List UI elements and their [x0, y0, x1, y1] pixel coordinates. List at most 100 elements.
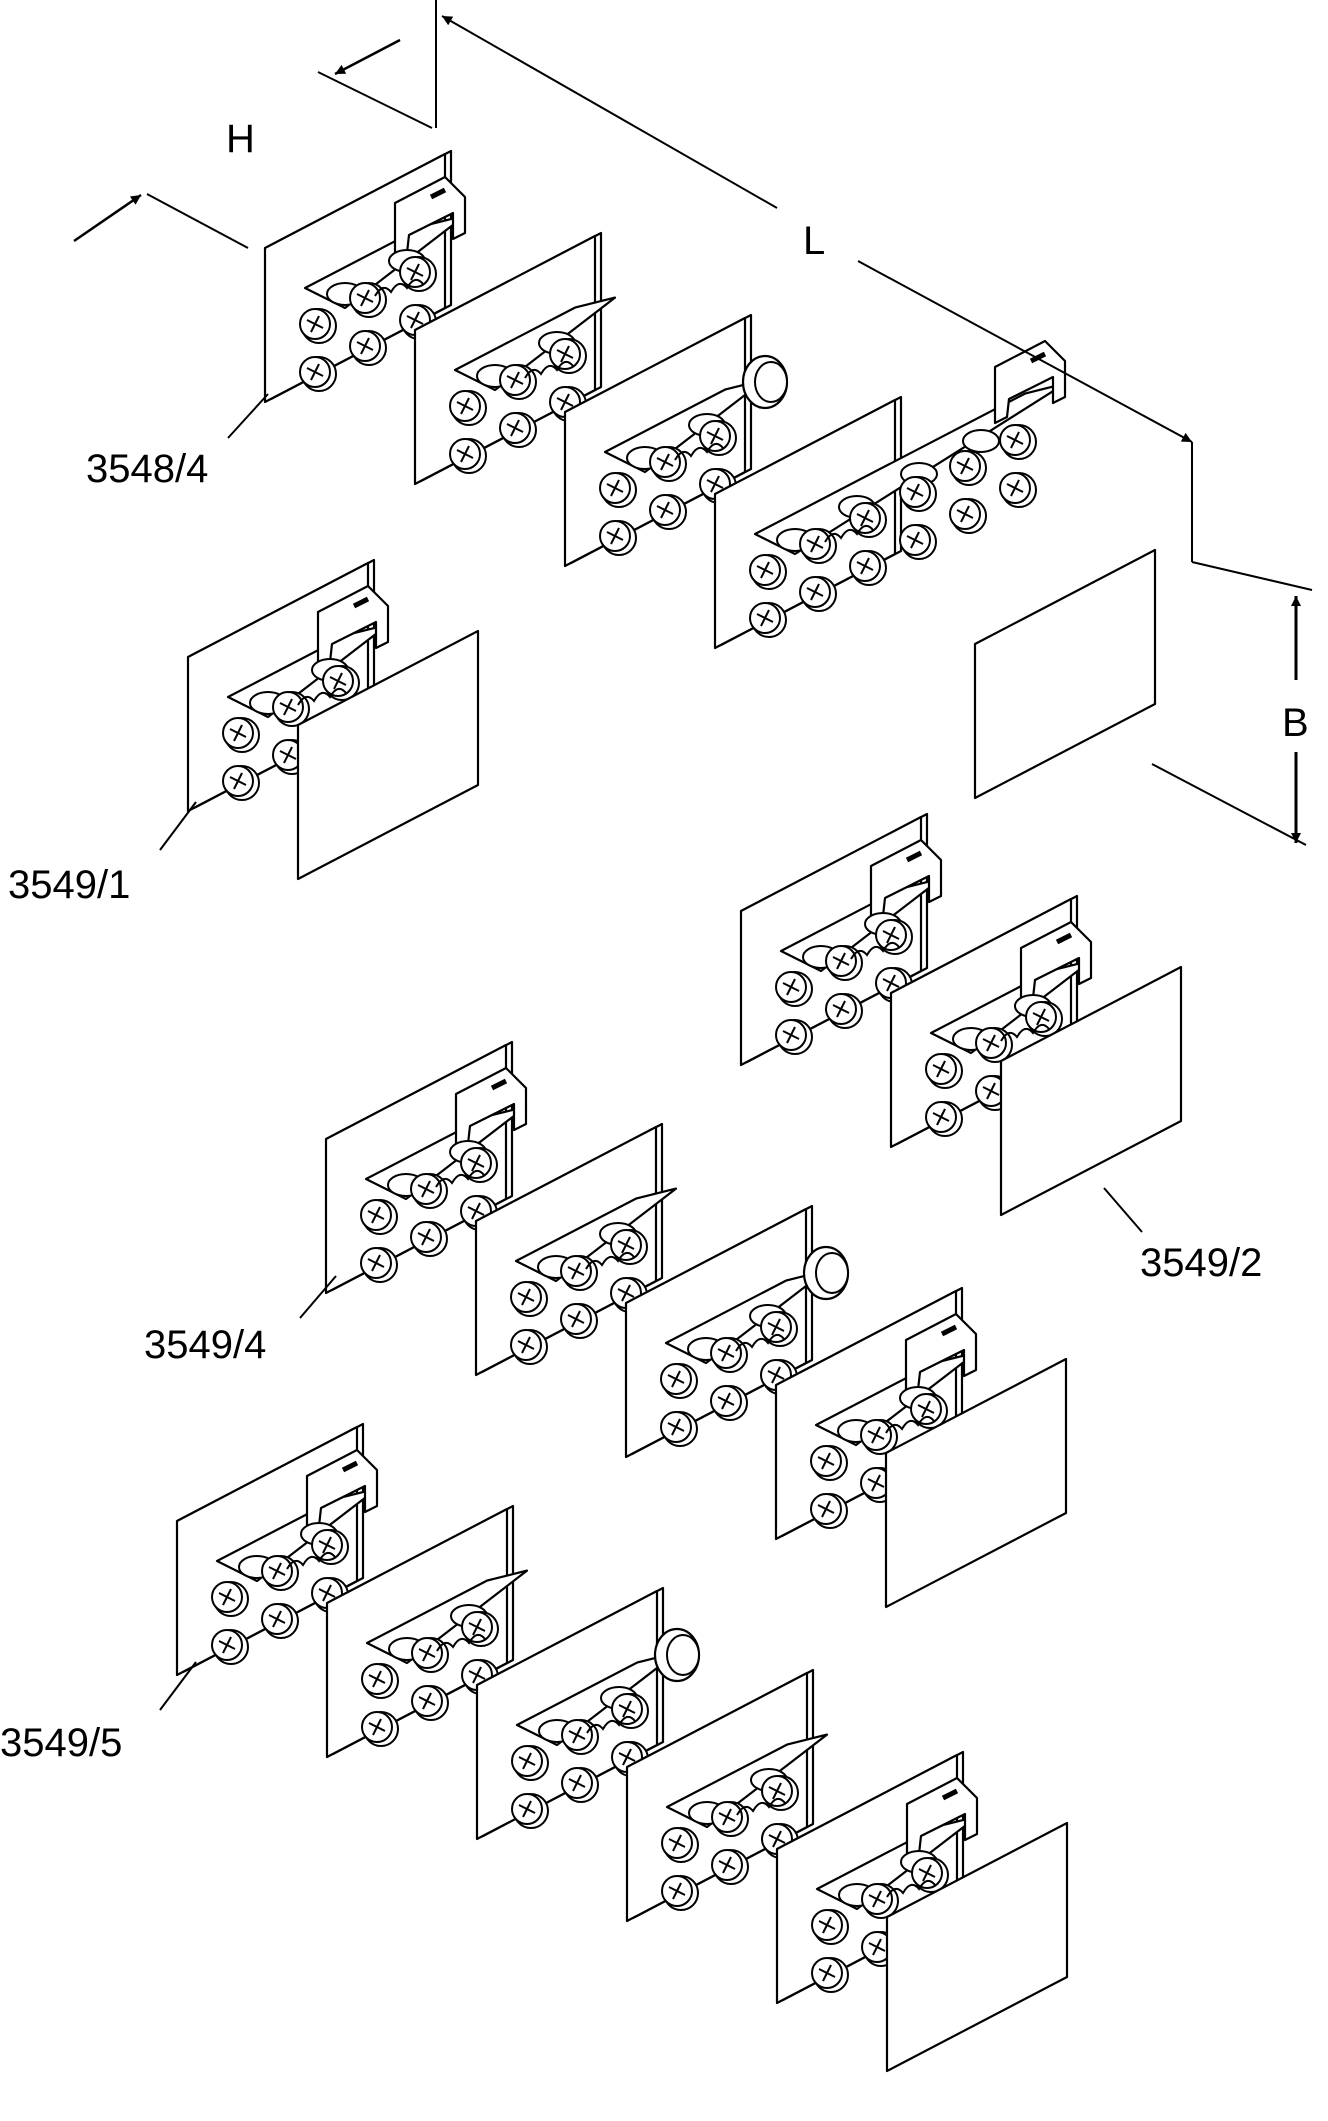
cross-slot-icon — [832, 952, 850, 970]
assembly-3549-2 — [739, 812, 1183, 1217]
end-cap — [999, 965, 1183, 1217]
part-label-3549-5: 3549/5 — [0, 1721, 122, 1765]
cross-slot-icon — [668, 1882, 686, 1900]
screw — [449, 390, 487, 426]
screw — [510, 1329, 548, 1365]
screw — [361, 1663, 399, 1699]
cross-slot-icon — [318, 1584, 336, 1602]
cross-slot-icon — [506, 371, 524, 389]
terminal-module — [774, 1286, 978, 1541]
cross-slot-icon — [456, 445, 474, 463]
screw — [211, 1629, 249, 1665]
dimension-l — [441, 15, 1193, 562]
cross-slot-icon — [368, 1718, 386, 1736]
cross-slot-icon — [467, 1202, 485, 1220]
screw — [661, 1875, 699, 1911]
cross-slot-icon — [617, 1284, 635, 1302]
screw — [775, 971, 813, 1007]
screw — [299, 308, 337, 344]
cross-slot-icon — [568, 1726, 586, 1744]
part-label-3548-4: 3548/4 — [86, 447, 208, 491]
cross-slot-icon — [868, 1938, 886, 1956]
screw — [322, 665, 360, 701]
spring-icon — [374, 278, 424, 297]
cross-slot-icon — [306, 363, 324, 381]
screw — [949, 450, 987, 486]
spring-icon — [735, 1333, 785, 1352]
terminal-module — [175, 1422, 379, 1677]
terminal-module — [625, 1668, 829, 1923]
screw — [361, 1711, 399, 1747]
cross-slot-icon — [518, 1752, 536, 1770]
cross-slot-icon — [417, 1228, 435, 1246]
cross-slot-icon — [782, 1026, 800, 1044]
part-label-3549-2: 3549/2 — [1140, 1241, 1262, 1285]
cross-slot-icon — [832, 1000, 850, 1018]
screw — [649, 494, 687, 530]
cross-slot-icon — [818, 1916, 836, 1934]
extension-line — [317, 71, 433, 129]
extension-line — [1151, 763, 1307, 846]
cross-slot-icon — [506, 419, 524, 437]
screw — [660, 1411, 698, 1447]
screw — [599, 472, 637, 508]
clip-marking — [941, 1788, 959, 1801]
cross-slot-icon — [667, 1370, 685, 1388]
terminal-module — [413, 231, 617, 486]
cross-slot-icon — [956, 505, 974, 523]
screw — [411, 1685, 449, 1721]
spring-icon — [885, 1415, 935, 1434]
cross-slot-icon — [717, 1344, 735, 1362]
cross-slot-icon — [468, 1666, 486, 1684]
cross-slot-icon — [368, 1670, 386, 1688]
terminal-hole — [962, 429, 1000, 453]
cross-slot-icon — [856, 509, 874, 527]
cross-slot-icon — [618, 1700, 636, 1718]
screw — [510, 1281, 548, 1317]
cross-slot-icon — [718, 1856, 736, 1874]
extension-line — [1191, 561, 1313, 591]
assembly-3549-4 — [324, 1040, 1068, 1609]
screw — [799, 576, 837, 612]
leader-line — [227, 393, 269, 439]
terminal-module — [889, 894, 1093, 1149]
cross-slot-icon — [1032, 1008, 1050, 1026]
terminal-module — [474, 1122, 678, 1377]
cross-slot-icon — [982, 1034, 1000, 1052]
cross-slot-icon — [279, 746, 297, 764]
spring-icon — [297, 687, 347, 706]
cross-slot-icon — [1006, 431, 1024, 449]
cross-slot-icon — [556, 345, 574, 363]
cross-slot-icon — [456, 397, 474, 415]
screw — [925, 1053, 963, 1089]
cross-slot-icon — [817, 1500, 835, 1518]
cross-slot-icon — [717, 1392, 735, 1410]
cross-slot-icon — [917, 1400, 935, 1418]
cross-slot-icon — [418, 1692, 436, 1710]
screw — [511, 1745, 549, 1781]
cross-slot-icon — [767, 1366, 785, 1384]
dimension-b — [1151, 561, 1313, 846]
clip-marking — [1055, 932, 1073, 945]
screw — [261, 1603, 299, 1639]
clip-marking — [490, 1078, 508, 1091]
cross-slot-icon — [867, 1426, 885, 1444]
screw — [410, 1221, 448, 1257]
cross-slot-icon — [556, 393, 574, 411]
cross-slot-icon — [818, 1964, 836, 1982]
cross-slot-icon — [367, 1206, 385, 1224]
end-cap — [296, 629, 480, 881]
cross-slot-icon — [782, 978, 800, 996]
assemblies-group — [175, 149, 1183, 2073]
cross-slot-icon — [617, 1236, 635, 1254]
cross-slot-icon — [567, 1310, 585, 1328]
spring-icon — [850, 941, 900, 960]
part-label-3549-4: 3549/4 — [144, 1323, 266, 1367]
screw — [999, 424, 1037, 460]
terminal-module — [325, 1504, 529, 1759]
screw — [661, 1827, 699, 1863]
screw — [360, 1247, 398, 1283]
leader-line — [299, 1275, 337, 1319]
screw — [222, 765, 260, 801]
screw — [360, 1199, 398, 1235]
